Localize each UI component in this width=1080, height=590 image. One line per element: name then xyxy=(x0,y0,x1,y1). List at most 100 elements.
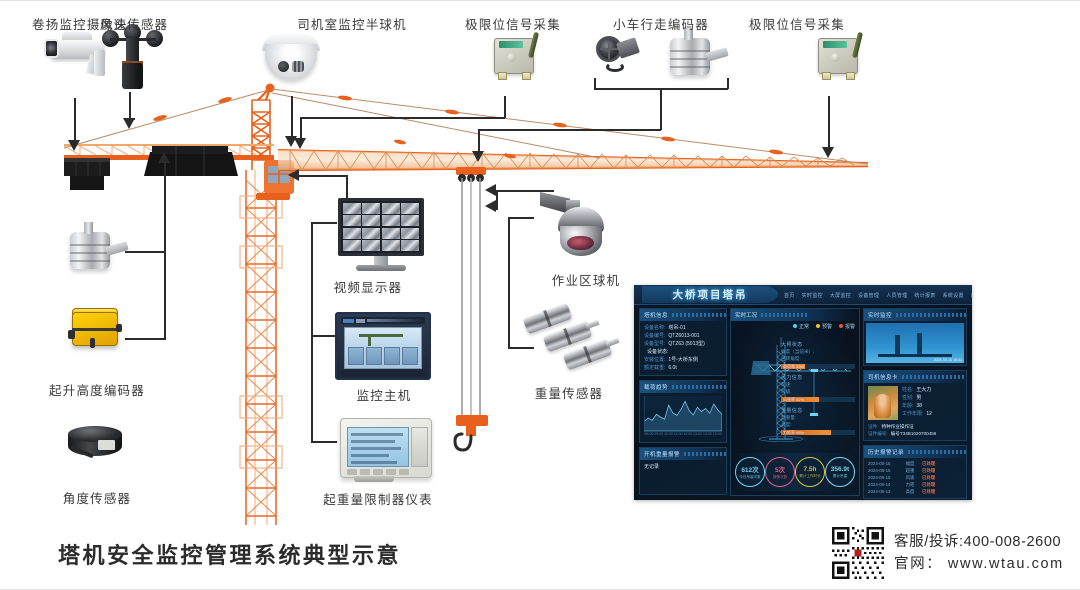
info-row: 设备型号: QTZ63 (5013型) xyxy=(644,340,722,348)
video-figure xyxy=(895,335,901,355)
panel-header: 载荷趋势 xyxy=(640,381,726,393)
leader-weight-branch xyxy=(508,347,534,349)
wheel-spoke-h xyxy=(600,48,618,50)
label-monitor-host: 监控主机 xyxy=(356,389,412,403)
readout-line: 风级: xyxy=(781,388,792,394)
panel-weight-alarm: 开机重量报警 无记录 xyxy=(639,447,727,495)
yellow-box-gland-left xyxy=(68,330,75,339)
readout-title: 风力信息 xyxy=(781,375,803,381)
leader-trolley-r xyxy=(727,78,729,89)
readout-line: 起重量: xyxy=(781,415,797,420)
kpi-gauge-strip: 612次 今日吊装次数 5次 报警次数 7.5h 累计工作时长 356.9t 累… xyxy=(735,453,855,491)
anemometer-cup-top xyxy=(124,24,141,41)
readout-block: 大臂状态 幅度（当前米）: 回转角度: 载荷率 33% xyxy=(781,341,855,369)
panel-body: 08:00 09:00 10:00 11:00 12:00 13:00 14:0… xyxy=(640,393,726,442)
nav-item[interactable]: 大屏监控 xyxy=(829,292,852,299)
info-value: QTZ6013-001 xyxy=(668,333,700,339)
angle-sensor-nameplate xyxy=(98,440,115,450)
service-line: 客服/投诉:400-008-2600 xyxy=(894,534,1062,550)
readout-line: 幅度（当前米）: xyxy=(781,349,815,354)
kpi-label: 累计工作时长 xyxy=(799,473,821,478)
nav-item[interactable]: 设备管理 xyxy=(858,292,880,299)
meta-value: 特种作业操作证 xyxy=(881,424,914,429)
kpi-value: 612次 xyxy=(741,467,759,474)
log-status: 已处理 xyxy=(922,461,936,466)
info-key: 设备编号: xyxy=(644,333,666,339)
nav-item[interactable]: 实时监控 xyxy=(801,292,823,299)
monitor-stand-neck xyxy=(374,256,388,266)
lmi-key[interactable] xyxy=(386,469,396,475)
video-figure xyxy=(916,333,922,355)
host-lcd-readout-tiles xyxy=(348,347,418,365)
table-row: 2024-05-15 超重 已处理 xyxy=(868,467,962,474)
panel-realtime-status: 实时工况 正常 预警 报警 xyxy=(730,308,860,496)
monitor-stand-base xyxy=(356,265,406,271)
website-line: 官网： www.wtau.com xyxy=(894,556,1064,572)
top-divider xyxy=(0,0,1080,1)
video-tile xyxy=(362,203,381,214)
trolley-cable xyxy=(606,62,624,72)
info-row: 安装位置: 1号-大桥东侧 xyxy=(644,356,722,364)
readout-title: 重量信息 xyxy=(781,408,803,414)
camera-wall-mount xyxy=(94,50,105,76)
log-time: 2024-05-16 xyxy=(868,461,891,466)
anemometer-base xyxy=(122,63,143,89)
lmi-key[interactable] xyxy=(399,469,409,475)
field-key: 姓名: xyxy=(902,387,914,393)
panel-body: 2024-05-16 10:32 xyxy=(864,321,966,365)
status-readouts: 大臂状态 幅度（当前米）: 回转角度: 载荷率 33% 风力信息 风速: 风级: xyxy=(781,341,855,440)
video-timestamp: 2024-05-16 10:32 xyxy=(933,358,962,362)
xtick: 12:00 xyxy=(683,432,693,436)
xtick: 11:00 xyxy=(673,432,683,436)
nav-item[interactable]: 系统设置 xyxy=(942,292,964,299)
lmi-lcd-line xyxy=(351,461,397,464)
panel-header-dots xyxy=(672,385,726,389)
dashboard-topbar: 大桥项目塔吊 首页 实时监控 大屏监控 设备管理 人员管理 统计报表 系统设置 … xyxy=(634,285,972,305)
nav-item[interactable]: 统计报表 xyxy=(914,292,936,299)
panel-header: 实时工况 xyxy=(731,309,859,321)
status-legend: 正常 预警 报警 xyxy=(792,323,855,330)
log-type: 风速 xyxy=(905,475,915,480)
video-tile xyxy=(381,240,400,251)
monitor-screen xyxy=(338,198,424,256)
operator-field: 工作年限: 12 xyxy=(902,410,962,418)
panel-header: 历史报警记录 xyxy=(864,446,966,458)
info-key: 设备型号: xyxy=(644,341,666,347)
leader-cab-dome xyxy=(291,96,293,138)
load-cell-band xyxy=(563,327,572,346)
host-logo-icon xyxy=(343,318,354,323)
label-hoist-camera: 卷扬监控摄像头 xyxy=(32,18,128,32)
meta-key: 证件: xyxy=(868,424,879,429)
yellow-box-strip xyxy=(72,328,118,331)
trend-svg xyxy=(644,396,722,432)
operator-field: 姓名: 王大力 xyxy=(902,386,962,394)
video-feed-frame[interactable]: 2024-05-16 10:32 xyxy=(866,323,964,363)
kpi-value: 356.9t xyxy=(830,465,850,473)
load-cell-rod-2 xyxy=(605,337,620,348)
hoist-camera-device xyxy=(42,24,120,82)
host-titlebar xyxy=(341,317,425,324)
panel-header-dots xyxy=(902,375,966,379)
dome-housing xyxy=(265,44,317,80)
anemometer-arm-left xyxy=(110,38,132,41)
panel-header: 实时监控 xyxy=(864,309,966,321)
nav-item[interactable]: 首页 xyxy=(784,292,795,299)
host-chassis xyxy=(335,312,431,380)
arrow-ptz-group xyxy=(485,184,496,196)
limit-switch-label-plate xyxy=(823,41,847,48)
label-angle-sensor: 角度传感器 xyxy=(62,492,132,506)
legend-item-alarm: 报警 xyxy=(838,323,855,330)
nav-item[interactable]: 帮助 xyxy=(971,292,972,299)
info-key: 安装位置: xyxy=(644,357,666,363)
lmi-key[interactable] xyxy=(373,469,383,475)
panel-title: 司机信息卡 xyxy=(868,375,899,381)
log-type: 超重 xyxy=(905,468,915,473)
readout-line: 风速: xyxy=(781,382,792,387)
trolley-wheel-assembly xyxy=(596,30,658,88)
nav-item[interactable]: 人员管理 xyxy=(886,292,908,299)
lmi-key[interactable] xyxy=(360,469,370,475)
trend-sparkline-chart: 08:00 09:00 10:00 11:00 12:00 13:00 14:0… xyxy=(644,396,722,436)
panel-header-dots xyxy=(908,450,966,454)
lmi-key[interactable] xyxy=(347,469,357,475)
dashboard-nav[interactable]: 首页 实时监控 大屏监控 设备管理 人员管理 统计报表 系统设置 帮助 xyxy=(784,288,972,302)
